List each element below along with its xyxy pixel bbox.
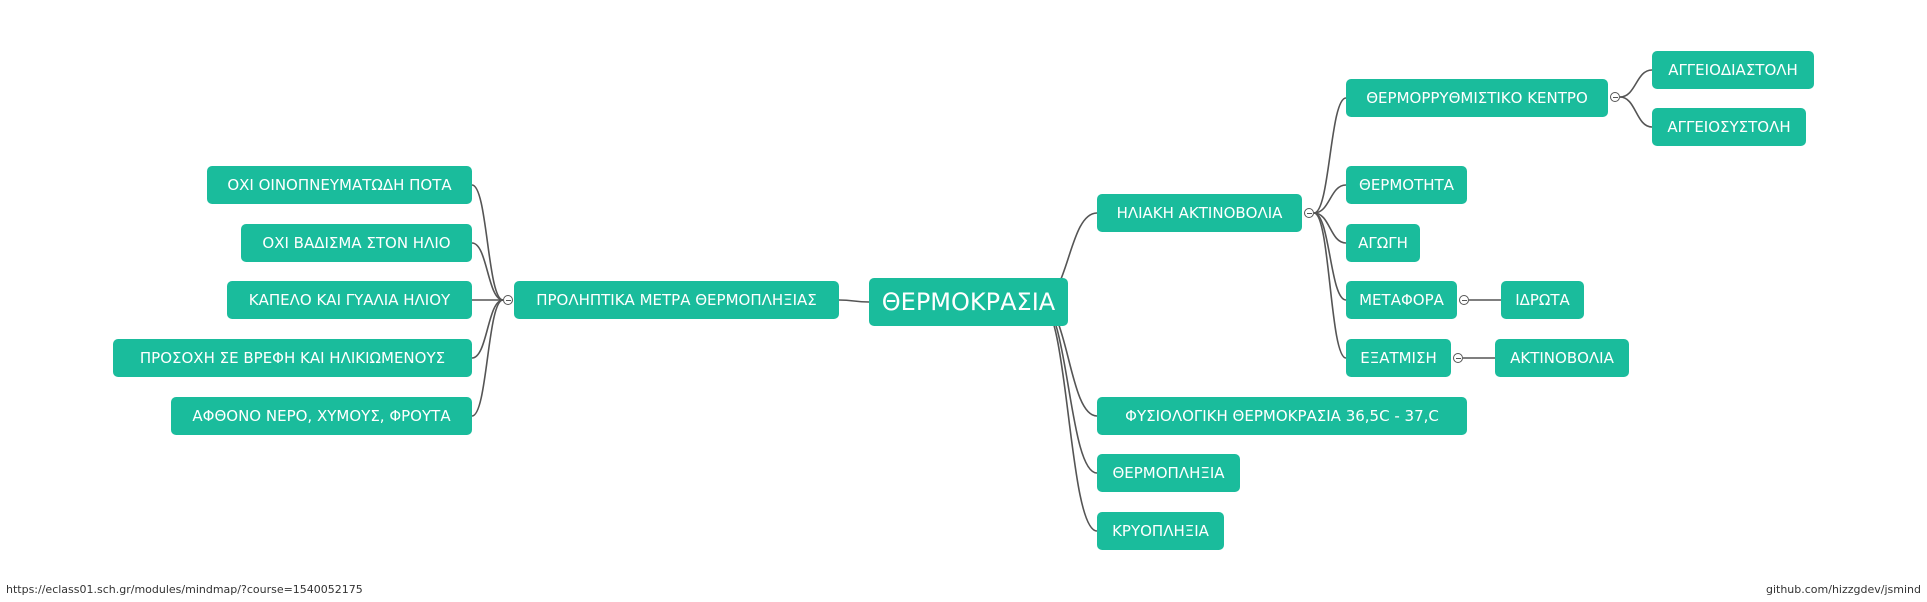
connector-line (838, 299, 870, 303)
collapse-toggle-icon[interactable] (1304, 208, 1314, 218)
node-conduction[interactable]: ΑΓΩΓΗ (1346, 224, 1420, 262)
connector-line (471, 299, 504, 417)
node-no-alcohol[interactable]: ΟΧΙ ΟΙΝΟΠΝΕΥΜΑΤΩΔΗ ΠΟΤΑ (207, 166, 472, 204)
node-evaporation[interactable]: ΕΞΑΤΜΙΣΗ (1346, 339, 1451, 377)
node-radiation[interactable]: ΑΚΤΙΝΟΒΟΛΙΑ (1495, 339, 1629, 377)
node-preventive-measures[interactable]: ΠΡΟΛΗΠΤΙΚΑ ΜΕΤΡΑ ΘΕΡΜΟΠΛΗΞΙΑΣ (514, 281, 839, 319)
node-thermoregulatory-center[interactable]: ΘΕΡΜΟΡΡΥΘΜΙΣΤΙΚΟ ΚΕΝΤΡΟ (1346, 79, 1608, 117)
root-node[interactable]: ΘΕΡΜΟΚΡΑΣΙΑ (869, 278, 1068, 326)
node-convection[interactable]: ΜΕΤΑΦΟΡΑ (1346, 281, 1457, 319)
connector-line (471, 242, 504, 301)
node-water-juices-fruit[interactable]: ΑΦΘΟΝΟ ΝΕΡΟ, ΧΥΜΟΥΣ, ΦΡΟΥΤΑ (171, 397, 472, 435)
node-frostbite[interactable]: ΚΡΥΟΠΛΗΞΙΑ (1097, 512, 1224, 550)
connector-line (1039, 301, 1098, 474)
footer-credit: github.com/hizzgdev/jsmind (1765, 583, 1921, 596)
node-vasodilation[interactable]: ΑΓΓΕΙΟΔΙΑΣΤΟΛΗ (1652, 51, 1814, 89)
connector-line (1619, 69, 1653, 98)
connector-line (471, 299, 504, 359)
collapse-toggle-icon[interactable] (1610, 92, 1620, 102)
footer-url: https://eclass01.sch.gr/modules/mindmap/… (6, 583, 363, 596)
node-heatstroke[interactable]: ΘΕΡΜΟΠΛΗΞΙΑ (1097, 454, 1240, 492)
connector-line (1313, 184, 1347, 214)
collapse-toggle-icon[interactable] (503, 295, 513, 305)
collapse-toggle-icon[interactable] (1459, 295, 1469, 305)
node-no-walking-sun[interactable]: ΟΧΙ ΒΑΔΙΣΜΑ ΣΤΟΝ ΗΛΙΟ (241, 224, 472, 262)
connector-line (471, 184, 504, 301)
node-hat-sunglasses[interactable]: ΚΑΠΕΛΟ ΚΑΙ ΓΥΑΛΙΑ ΗΛΙΟΥ (227, 281, 472, 319)
connector-line (1039, 301, 1098, 532)
connector-line (1313, 212, 1347, 301)
node-normal-temperature[interactable]: ΦΥΣΙΟΛΟΓΙΚΗ ΘΕΡΜΟΚΡΑΣΙΑ 36,5C - 37,C (1097, 397, 1467, 435)
node-infants-elderly[interactable]: ΠΡΟΣΟΧΗ ΣΕ ΒΡΕΦΗ ΚΑΙ ΗΛΙΚΙΩΜΕΝΟΥΣ (113, 339, 472, 377)
connector-line (1313, 212, 1347, 359)
connector-line (1313, 97, 1347, 214)
connector-line (1619, 96, 1653, 128)
collapse-toggle-icon[interactable] (1453, 353, 1463, 363)
node-heat[interactable]: ΘΕΡΜΟΤΗΤΑ (1346, 166, 1467, 204)
node-solar-radiation[interactable]: ΗΛΙΑΚΗ ΑΚΤΙΝΟΒΟΛΙΑ (1097, 194, 1302, 232)
node-vasoconstriction[interactable]: ΑΓΓΕΙΟΣΥΣΤΟΛΗ (1652, 108, 1806, 146)
node-sweat[interactable]: ΙΔΡΩΤΑ (1501, 281, 1584, 319)
